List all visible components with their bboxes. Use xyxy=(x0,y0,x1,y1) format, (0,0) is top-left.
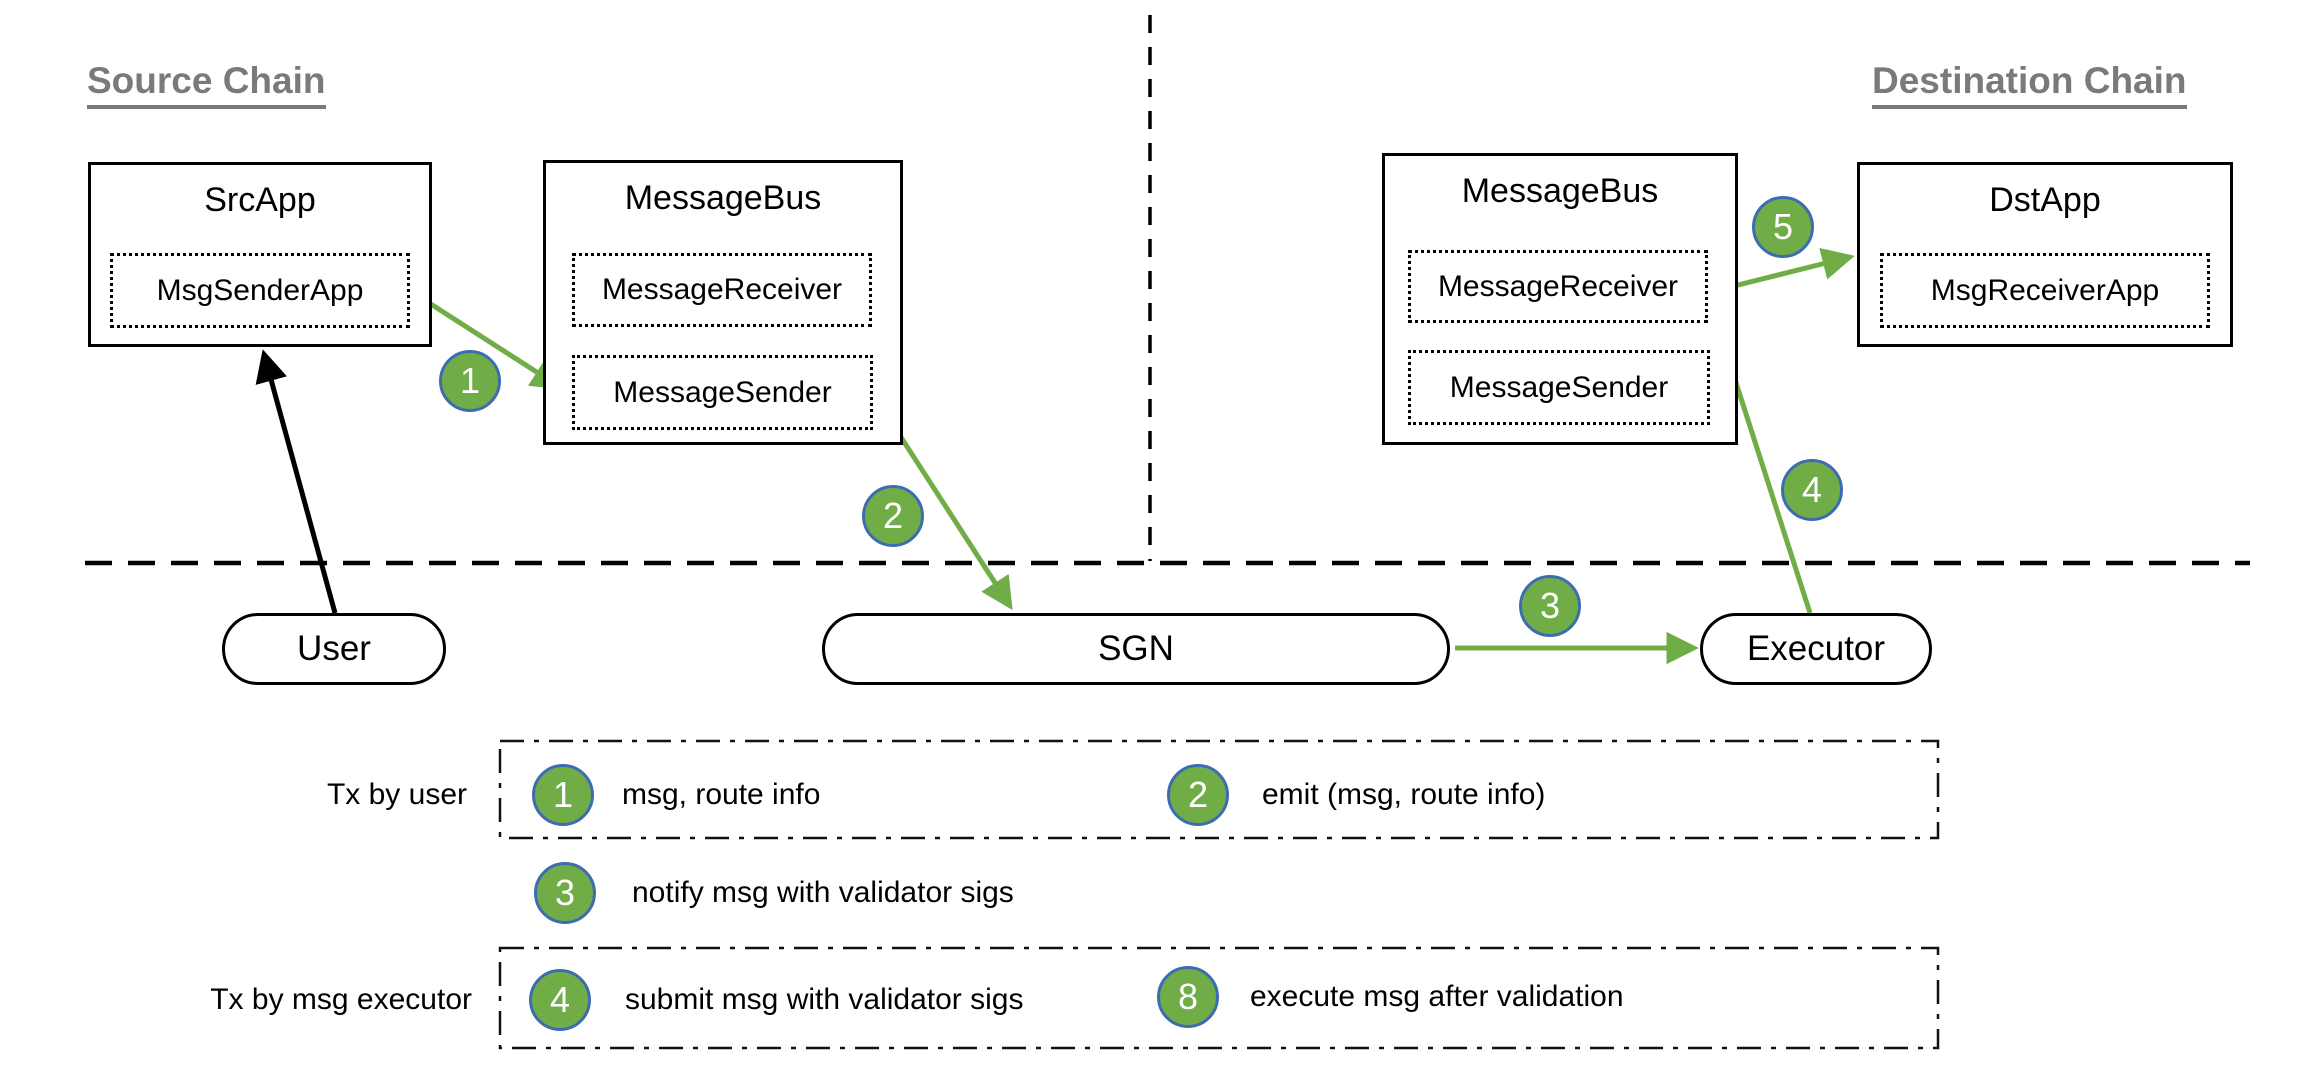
legend-step-4-text: submit msg with validator sigs xyxy=(625,983,1024,1016)
destination-messagebus-box: MessageBus MessageReceiver MessageSender xyxy=(1382,153,1738,445)
legend-step-8-badge: 8 xyxy=(1157,966,1219,1028)
legend-step-1-text: msg, route info xyxy=(622,778,821,811)
legend-step-2-text: emit (msg, route info) xyxy=(1262,778,1546,811)
user-to-srcapp-arrow xyxy=(255,349,338,614)
legend-row1-label: Tx by user xyxy=(326,778,467,811)
legend-row2-label: Tx by msg executor xyxy=(210,983,472,1016)
destination-chain-heading: Destination Chain xyxy=(1872,60,2187,109)
step-1-badge: 1 xyxy=(439,350,501,412)
msgreceiverapp-box: MsgReceiverApp xyxy=(1880,253,2210,328)
msgsenderapp-box: MsgSenderApp xyxy=(110,253,410,328)
dstapp-box: DstApp MsgReceiverApp xyxy=(1857,162,2233,347)
srcapp-box: SrcApp MsgSenderApp xyxy=(88,162,432,347)
source-messagebus-box: MessageBus MessageReceiver MessageSender xyxy=(543,160,903,445)
step-4-badge: 4 xyxy=(1781,459,1843,521)
step-3-badge: 3 xyxy=(1519,575,1581,637)
legend-step-3-badge: 3 xyxy=(534,862,596,924)
source-messagereceiver-box: MessageReceiver xyxy=(572,253,872,327)
legend-step-2-badge: 2 xyxy=(1167,764,1229,826)
source-chain-heading: Source Chain xyxy=(87,60,326,109)
executor-pill: Executor xyxy=(1700,613,1932,685)
legend-step-1-badge: 1 xyxy=(532,764,594,826)
dstapp-title: DstApp xyxy=(1989,181,2101,219)
legend-step-4-badge: 4 xyxy=(529,969,591,1031)
arrow-step-1-msgsenderapp-to-messagesender xyxy=(410,289,565,390)
legend-step-8-text: execute msg after validation xyxy=(1250,980,1624,1013)
step-2-badge: 2 xyxy=(862,485,924,547)
destination-messagebus-title: MessageBus xyxy=(1461,172,1659,210)
legend-box-tx-by-msg-executor xyxy=(498,946,1940,1050)
destination-messagesender-box: MessageSender xyxy=(1408,350,1710,425)
user-pill: User xyxy=(222,613,446,685)
destination-messagereceiver-box: MessageReceiver xyxy=(1408,250,1708,323)
source-messagesender-box: MessageSender xyxy=(572,355,873,430)
legend-box-tx-by-user xyxy=(498,739,1940,840)
step-5-badge: 5 xyxy=(1752,196,1814,258)
srcapp-title: SrcApp xyxy=(204,181,316,219)
legend-step-3-text: notify msg with validator sigs xyxy=(632,876,1014,909)
source-messagebus-title: MessageBus xyxy=(624,179,822,217)
sgn-pill: SGN xyxy=(822,613,1450,685)
